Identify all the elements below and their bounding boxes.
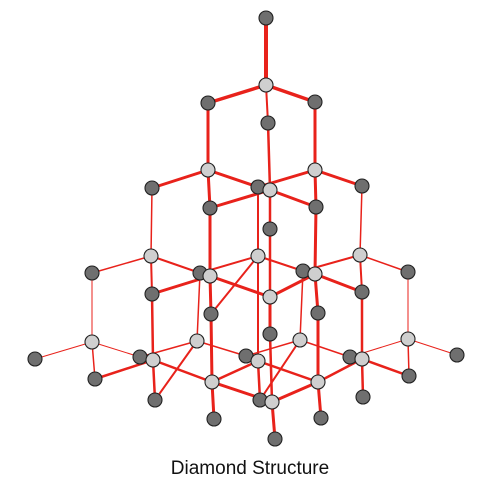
- carbon-atom-dark: [401, 368, 417, 384]
- carbon-bond: [208, 274, 272, 299]
- carbon-atom-dark: [400, 264, 416, 280]
- carbon-atom-light: [292, 332, 308, 348]
- carbon-atom-dark: [144, 180, 160, 196]
- carbon-atom-dark: [313, 410, 329, 426]
- carbon-atom-light: [264, 394, 280, 410]
- carbon-bond: [196, 340, 247, 357]
- carbon-atom-dark: [267, 431, 283, 447]
- carbon-atom-dark: [200, 95, 216, 111]
- carbon-atom-dark: [310, 305, 326, 321]
- carbon-bond: [209, 312, 214, 384]
- carbon-bond: [270, 380, 320, 404]
- carbon-bond: [360, 357, 411, 378]
- carbon-atom-dark: [144, 286, 160, 302]
- carbon-atom-dark: [262, 326, 278, 342]
- carbon-atom-light: [262, 182, 278, 198]
- carbon-atom-dark: [27, 351, 43, 367]
- carbon-atom-light: [400, 331, 416, 347]
- carbon-atom-dark: [206, 411, 222, 427]
- carbon-atom-dark: [262, 221, 278, 237]
- carbon-atom-dark: [147, 392, 163, 408]
- carbon-bond: [210, 359, 260, 384]
- carbon-bond: [150, 187, 153, 257]
- carbon-bond: [245, 339, 301, 357]
- carbon-atom-dark: [308, 199, 324, 215]
- carbon-atom-light: [200, 162, 216, 178]
- carbon-bond: [151, 358, 214, 384]
- carbon-atom-light: [354, 351, 370, 367]
- carbon-bond: [313, 272, 364, 294]
- carbon-atom-dark: [354, 284, 370, 300]
- figure-caption: Diamond Structure: [170, 458, 330, 479]
- carbon-atom-light: [307, 162, 323, 178]
- carbon-bond: [150, 255, 201, 274]
- carbon-atom-dark: [260, 115, 276, 131]
- carbon-bond: [150, 168, 210, 190]
- carbon-bond: [154, 340, 198, 401]
- carbon-atom-dark: [84, 265, 100, 281]
- carbon-bond: [257, 255, 304, 272]
- carbon-atom-dark: [355, 389, 371, 405]
- carbon-bond: [206, 83, 268, 105]
- carbon-bond: [313, 168, 364, 188]
- carbon-bond: [91, 341, 141, 358]
- carbon-bond: [150, 292, 155, 362]
- carbon-bond: [359, 185, 363, 256]
- carbon-bond: [206, 168, 260, 189]
- carbon-bond: [313, 205, 318, 276]
- carbon-atom-light: [250, 248, 266, 264]
- carbon-atom-light: [250, 353, 266, 369]
- carbon-atom-light: [145, 352, 161, 368]
- atom-layer: [27, 10, 465, 447]
- carbon-atom-light: [258, 77, 274, 93]
- carbon-atom-dark: [132, 349, 148, 365]
- carbon-bond: [268, 188, 318, 209]
- carbon-bond: [299, 339, 351, 358]
- carbon-atom-dark: [354, 178, 370, 194]
- carbon-bond: [196, 272, 201, 342]
- carbon-atom-light: [84, 334, 100, 350]
- carbon-bond: [268, 272, 317, 299]
- carbon-atom-light: [307, 266, 323, 282]
- carbon-atom-light: [202, 268, 218, 284]
- carbon-bond: [256, 359, 320, 384]
- carbon-atom-light: [189, 333, 205, 349]
- carbon-atom-light: [262, 289, 278, 305]
- carbon-bond: [299, 270, 304, 341]
- carbon-atom-dark: [202, 200, 218, 216]
- carbon-bond: [91, 255, 152, 274]
- carbon-atom-light: [143, 248, 159, 264]
- carbon-bond: [34, 341, 93, 360]
- carbon-atom-dark: [307, 94, 323, 110]
- carbon-bond: [264, 83, 317, 104]
- carbon-atom-light: [204, 374, 220, 390]
- carbon-atom-light: [352, 247, 368, 263]
- carbon-atom-dark: [87, 371, 103, 387]
- carbon-atom-light: [310, 374, 326, 390]
- carbon-bond: [407, 338, 458, 356]
- carbon-bond: [266, 121, 272, 192]
- carbon-bond: [268, 332, 274, 404]
- carbon-bond: [359, 254, 409, 273]
- carbon-atom-dark: [449, 347, 465, 363]
- carbon-atom-dark: [203, 306, 219, 322]
- carbon-atom-dark: [258, 10, 274, 26]
